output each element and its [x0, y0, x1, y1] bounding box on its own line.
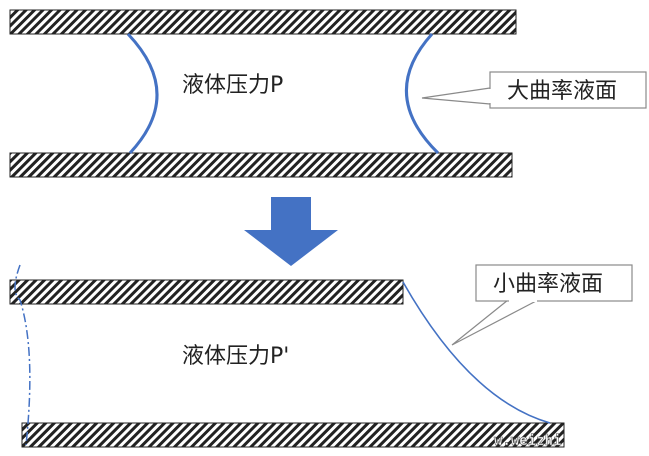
watermark: w.weizhi	[494, 433, 561, 449]
top-callout-pointer	[421, 87, 491, 105]
top-lower-wall	[9, 152, 513, 178]
top-pressure-label: 液体压力P	[182, 73, 283, 98]
top-callout-label: 大曲率液面	[507, 79, 617, 104]
bottom-right-meniscus	[402, 281, 551, 424]
top-right-meniscus	[404, 32, 440, 155]
bottom-callout-pointer	[451, 299, 539, 346]
bottom-lower-wall	[21, 422, 565, 448]
bottom-upper-wall	[9, 279, 404, 305]
bottom-pressure-label: 液体压力P'	[182, 344, 289, 369]
top-callout-box	[489, 71, 647, 109]
bottom-callout-box	[475, 264, 633, 302]
top-upper-wall	[9, 9, 517, 35]
bottom-callout-label: 小曲率液面	[493, 272, 603, 297]
down-arrow-icon	[244, 197, 338, 266]
bottom-left-dashed-boundary	[14, 264, 31, 446]
bottom-panel: 液体压力P' 小曲率液面	[9, 264, 633, 448]
top-left-meniscus	[126, 32, 159, 155]
top-panel: 液体压力P 大曲率液面	[9, 9, 647, 178]
